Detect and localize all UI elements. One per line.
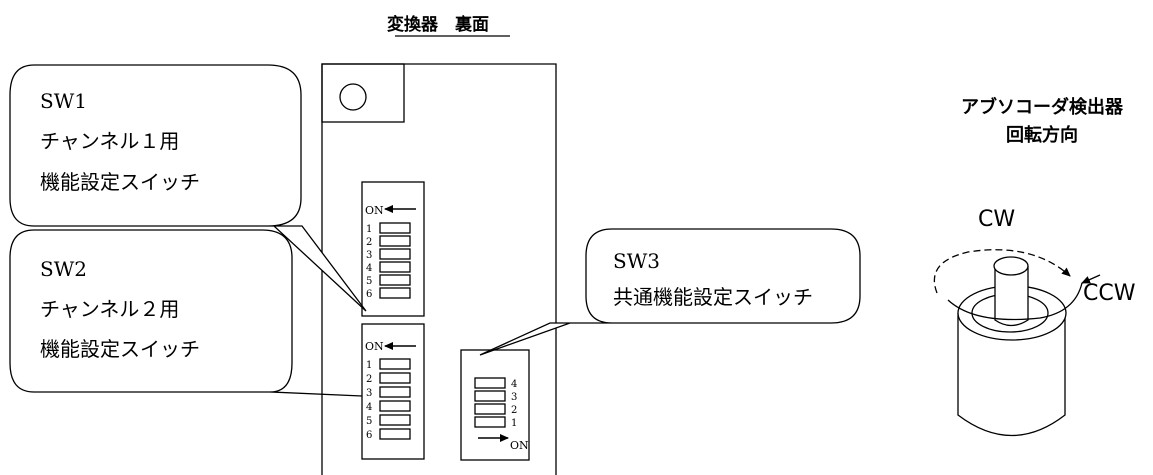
sw1-frame (361, 181, 425, 317)
encoder-shaft (994, 266, 1029, 327)
encoder-title: アブソコーダ検出器 (961, 96, 1124, 118)
sw1-slot-4 (379, 261, 411, 273)
ccw-label: CCW (1083, 281, 1136, 306)
sw3-position-label: 2 (511, 405, 517, 416)
sw1-slot-5 (379, 274, 411, 286)
sw2-position-label: 4 (366, 402, 372, 413)
sw3-slot-4 (474, 377, 506, 389)
sw1-callout-channel: チャンネル１用 (40, 129, 179, 153)
sw2-callout: SW2 チャンネル２用 機能設定スイッチ (9, 229, 363, 397)
sw3-slot-3 (474, 390, 506, 402)
sw1-slot-1 (379, 222, 411, 234)
converter-body (321, 63, 557, 475)
cw-label: CW (978, 207, 1015, 232)
sw1-callout-function: 機能設定スイッチ (40, 170, 200, 194)
sw2-position-label: 3 (366, 388, 372, 399)
sw2-position-label: 2 (366, 374, 372, 385)
encoder-subtitle: 回転方向 (1006, 124, 1078, 146)
sw2-slot-5 (379, 414, 411, 426)
sw1-callout: SW1 チャンネル１用 機能設定スイッチ (9, 64, 367, 312)
ccw-arc (947, 282, 1083, 321)
sw3-position-label: 3 (511, 392, 517, 403)
sw2-slot-4 (379, 400, 411, 412)
mounting-hole (339, 83, 367, 111)
sw1-on-label: ON (365, 204, 384, 217)
sw3-callout-bubble (479, 228, 861, 356)
sw1-position-label: 3 (366, 250, 372, 261)
sw1-switch-block: ON 1 2 3 4 5 6 (361, 181, 425, 317)
sw1-position-label: 4 (366, 263, 372, 274)
sw3-slot-1 (474, 416, 506, 428)
sw2-position-label: 1 (366, 360, 372, 371)
encoder-shaft-end (993, 256, 1029, 276)
encoder-rotation-figure: アブソコーダ検出器 回転方向 CW CCW (933, 96, 1136, 437)
cw-arrow (933, 249, 1071, 294)
sw2-slot-3 (379, 386, 411, 398)
sw3-position-label: 1 (511, 418, 517, 429)
sw1-position-label: 1 (366, 224, 372, 235)
sw3-switch-block: 4 3 2 1 ON (460, 349, 530, 461)
sw3-slot-2 (474, 403, 506, 415)
sw1-position-label: 2 (366, 237, 372, 248)
sw3-on-label: ON (510, 439, 529, 452)
sw2-frame (361, 323, 425, 460)
sw3-callout-function: 共通機能設定スイッチ (613, 285, 813, 309)
sw3-position-label: 4 (511, 379, 517, 390)
sw1-slot-2 (379, 235, 411, 247)
sw2-on-label: ON (365, 340, 384, 353)
sw2-callout-bubble (9, 229, 363, 397)
sw2-slot-2 (379, 372, 411, 384)
sw2-position-label: 6 (366, 430, 372, 441)
sw2-callout-channel: チャンネル２用 (40, 297, 179, 321)
converter-title: 変換器 裏面 (387, 14, 489, 35)
mounting-hole-panel (321, 63, 405, 123)
sw2-slot-1 (379, 358, 411, 370)
sw1-position-label: 5 (366, 276, 372, 287)
sw2-switch-block: ON 1 2 3 4 5 6 (361, 323, 425, 460)
sw2-position-label: 5 (366, 416, 372, 427)
sw1-slot-3 (379, 248, 411, 260)
sw1-callout-title: SW1 (40, 89, 87, 113)
sw3-callout: SW3 共通機能設定スイッチ (479, 228, 861, 356)
encoder-cylinder-body (957, 313, 1066, 437)
ccw-arrow (1081, 274, 1101, 284)
sw1-callout-bubble (9, 64, 367, 312)
sw2-callout-function: 機能設定スイッチ (40, 337, 200, 361)
sw2-slot-6 (379, 428, 411, 440)
sw3-callout-title: SW3 (613, 249, 660, 273)
sw1-slot-6 (379, 287, 411, 299)
sw2-callout-title: SW2 (40, 257, 87, 281)
sw1-position-label: 6 (366, 289, 372, 300)
